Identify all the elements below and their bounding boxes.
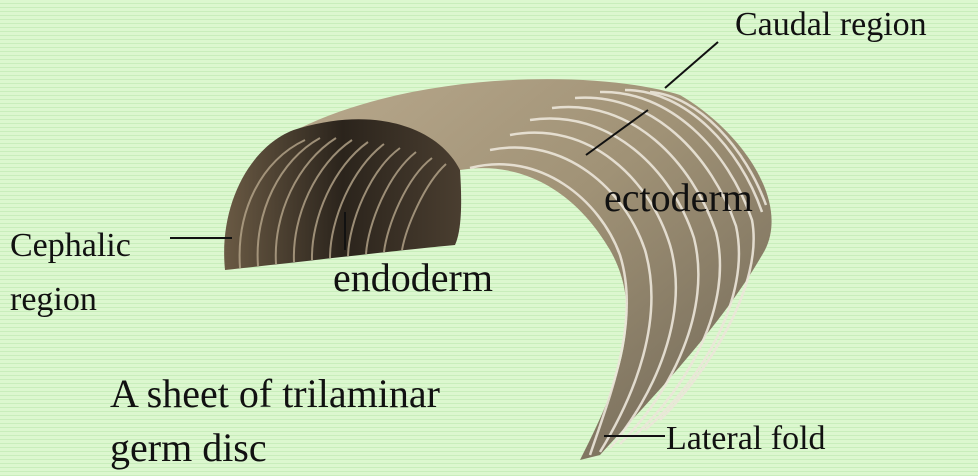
ectoderm-label: ectoderm: [604, 178, 753, 218]
lateral-fold-label: Lateral fold: [666, 422, 826, 456]
endoderm-label: endoderm: [333, 258, 493, 298]
sheet-inner-surface: [224, 119, 461, 270]
caudal-leader-line: [665, 42, 718, 88]
caption-line2: germ disc: [110, 428, 267, 468]
caudal-region-label: Caudal region: [735, 8, 927, 42]
cephalic-label-line1: Cephalic: [10, 229, 131, 263]
cephalic-label-line2: region: [10, 283, 97, 317]
caption-line1: A sheet of trilaminar: [110, 374, 440, 414]
